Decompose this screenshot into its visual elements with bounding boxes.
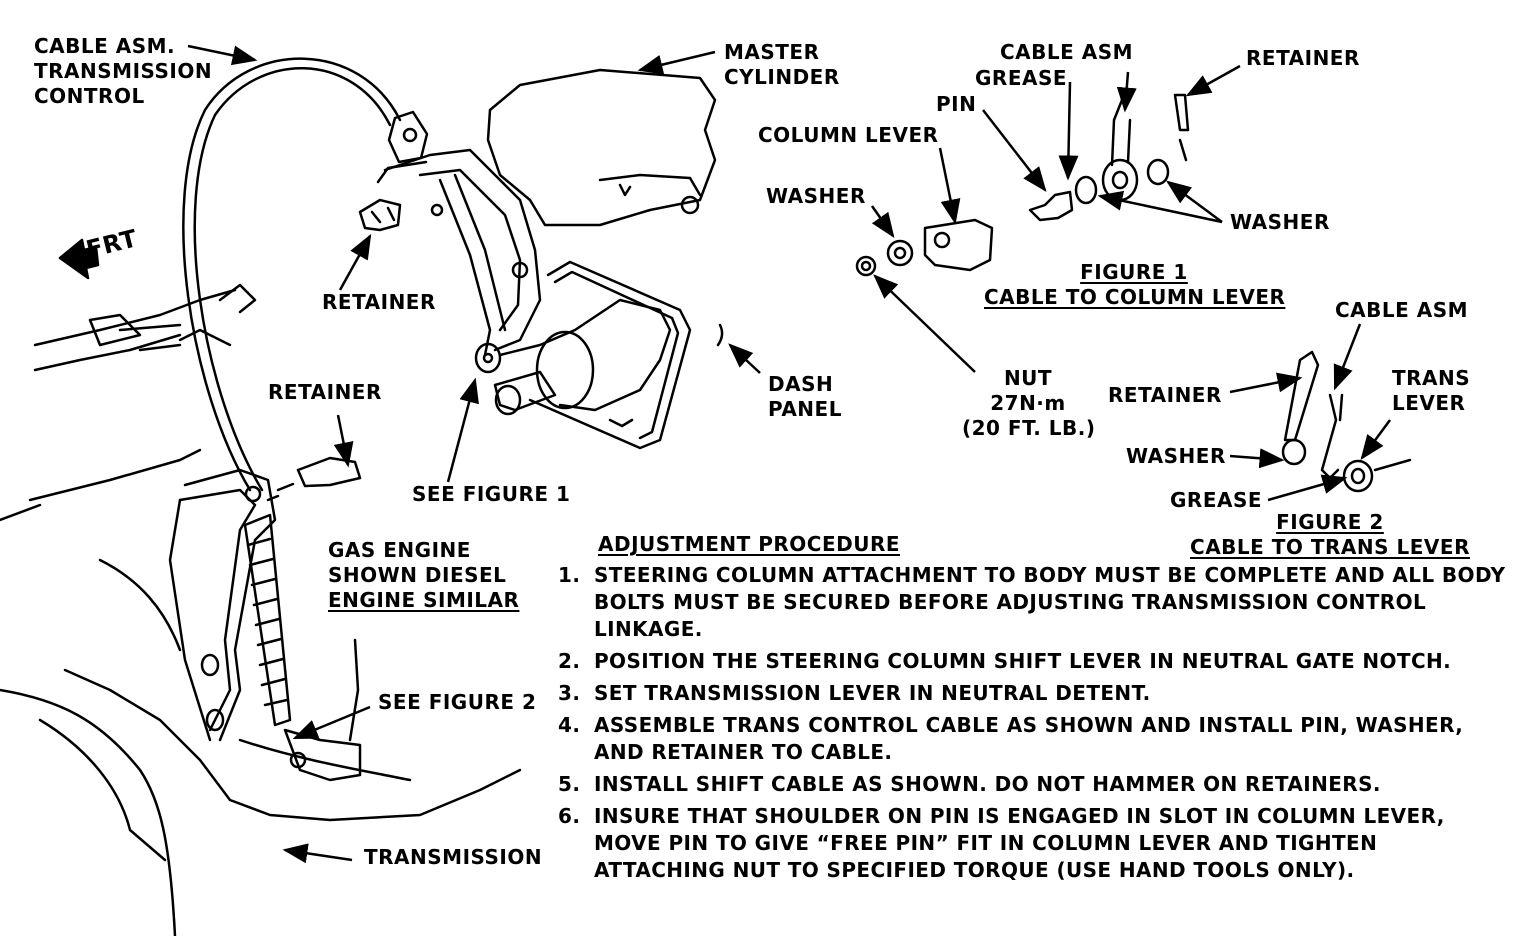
fig1-washer-left-label: WASHER (766, 184, 866, 208)
see-figure-1-label: SEE FIGURE 1 (412, 482, 571, 506)
procedure-step: 6. INSURE THAT SHOULDER ON PIN IS ENGAGE… (558, 804, 1445, 882)
fig1-washer-right-label: WASHER (1230, 210, 1330, 234)
body-outline (33, 288, 237, 347)
fig2-washer-label: WASHER (1126, 444, 1226, 468)
retainer-top (358, 198, 402, 232)
cable-boot (243, 513, 292, 727)
fig1-cable-asm-label: CABLE ASM (1000, 40, 1134, 64)
fig1-pin-label: PIN (936, 92, 977, 116)
retainer-mid (296, 456, 362, 488)
procedure-step: 4. ASSEMBLE TRANS CONTROL CABLE AS SHOWN… (558, 713, 1464, 764)
procedure-step: 2. POSITION THE STEERING COLUMN SHIFT LE… (558, 649, 1452, 673)
procedure-title: ADJUSTMENT PROCEDURE (598, 532, 901, 556)
steering-column (474, 298, 672, 416)
cable-end-top (387, 110, 429, 164)
column-bracket (376, 148, 542, 357)
fig1-retainer-label: RETAINER (1246, 46, 1360, 70)
fig1-column-lever-label: COLUMN LEVER (758, 123, 939, 147)
master-cylinder-label: MASTER CYLINDER (724, 40, 840, 89)
figure2-drawing (1281, 350, 1412, 493)
transmission-case (63, 668, 522, 822)
figure1-caption: FIGURE 1 CABLE TO COLUMN LEVER (984, 260, 1286, 309)
retainer-mid-label: RETAINER (268, 380, 382, 404)
fig2-retainer-label: RETAINER (1108, 383, 1222, 407)
procedure-step: 3. SET TRANSMISSION LEVER IN NEUTRAL DET… (558, 681, 1151, 705)
fig2-grease-label: GREASE (1170, 488, 1263, 512)
transmission-control-cable (182, 57, 402, 492)
fig2-cable-asm-label: CABLE ASM (1335, 298, 1469, 322)
dash-panel-label: DASH PANEL (768, 372, 842, 421)
figure1-drawing (855, 93, 1190, 277)
procedure-step: 1. STEERING COLUMN ATTACHMENT TO BODY MU… (558, 563, 1506, 641)
adjustment-procedure: ADJUSTMENT PROCEDURE 1. STEERING COLUMN … (558, 532, 1508, 889)
cable-asm-label: CABLE ASM. TRANSMISSION CONTROL (34, 34, 213, 108)
transmission-bracket (168, 468, 277, 742)
fig2-trans-lever-label: TRANS LEVER (1392, 366, 1471, 415)
fig1-grease-label: GREASE (975, 66, 1068, 90)
fig1-nut-label: NUT 27N·m (20 FT. LB.) (962, 366, 1096, 440)
procedure-step: 5. INSTALL SHIFT CABLE AS SHOWN. DO NOT … (558, 772, 1381, 796)
engine-note: GAS ENGINE SHOWN DIESEL ENGINE SIMILAR (328, 538, 520, 612)
master-cylinder (486, 68, 717, 227)
see-figure-2-label: SEE FIGURE 2 (378, 690, 537, 714)
transmission-label: TRANSMISSION (364, 845, 543, 869)
trans-lever-end (283, 728, 362, 782)
frt-arrow-shape (58, 238, 100, 280)
dash-panel-plate (528, 260, 692, 450)
retainer-top-label: RETAINER (322, 290, 436, 314)
figure2-caption: FIGURE 2 CABLE TO TRANS LEVER (1190, 510, 1470, 559)
